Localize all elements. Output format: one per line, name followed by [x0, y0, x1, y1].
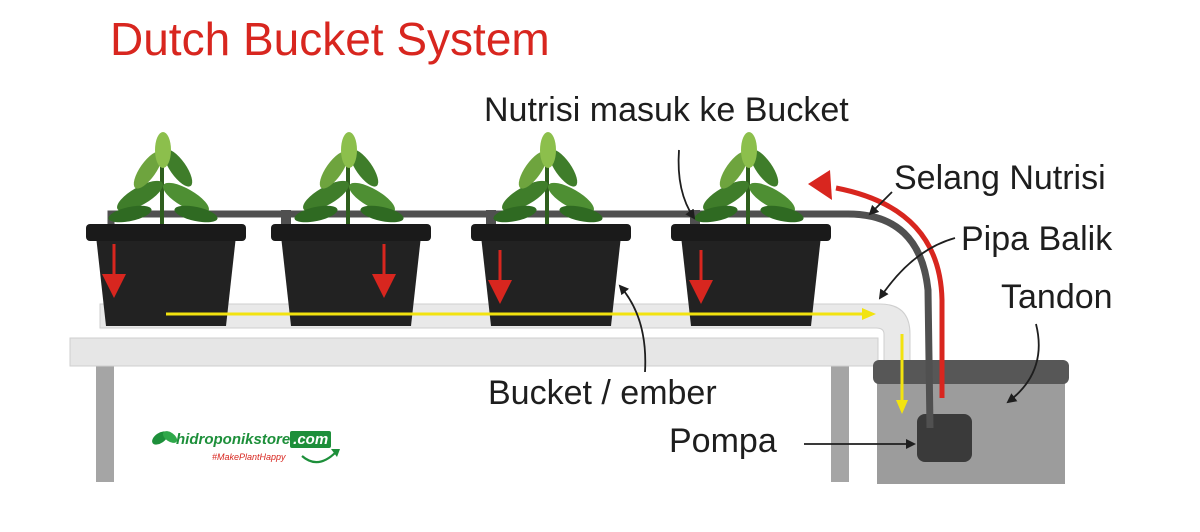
- bucket-2: [271, 224, 431, 326]
- label-bucket-ember: Bucket / ember: [488, 374, 717, 412]
- pump-box: [917, 414, 972, 462]
- label-selang-nutrisi: Selang Nutrisi: [894, 159, 1106, 197]
- reservoir-lid: [873, 360, 1069, 384]
- pump-flow-arrowhead: [808, 170, 832, 200]
- logo-name: hidroponikstore: [176, 431, 291, 448]
- diagram-title: Dutch Bucket System: [110, 13, 550, 65]
- logo-tagline: #MakePlantHappy: [212, 452, 286, 462]
- callout-bucket: [618, 284, 647, 373]
- label-pompa: Pompa: [669, 422, 777, 460]
- table-top: [69, 337, 879, 367]
- label-pipa-balik: Pipa Balik: [961, 220, 1113, 258]
- callout-tandon: [1006, 323, 1040, 404]
- bucket-1: [86, 224, 246, 326]
- label-nutrisi-masuk: Nutrisi masuk ke Bucket: [484, 91, 849, 129]
- plant-3: [493, 132, 603, 226]
- logo-suffix: .com: [290, 431, 332, 448]
- callout-selang-nutrisi: [868, 191, 893, 216]
- table-leg-left: [96, 364, 114, 482]
- smile-arrowhead-icon: [331, 449, 340, 457]
- drain-flow-arrowhead: [896, 400, 908, 414]
- label-tandon: Tandon: [1001, 278, 1113, 316]
- callout-nutrisi-masuk: [677, 149, 696, 220]
- return-flow-arrowhead: [862, 308, 876, 320]
- hose-tee-1: [281, 210, 291, 232]
- pump-flow-arrow: [835, 185, 945, 398]
- leaf-logo-icon: [152, 431, 178, 445]
- smile-arrow-icon: [301, 451, 337, 464]
- table-leg-right: [831, 364, 849, 482]
- bucket-3: [471, 224, 631, 326]
- hose-tee-2: [486, 210, 496, 232]
- plant-1: [108, 132, 218, 226]
- hose-tee-3: [690, 210, 700, 232]
- bucket-4: [671, 224, 831, 326]
- plant-2: [294, 132, 404, 226]
- logo-wordmark: hidroponikstore.com: [176, 431, 332, 448]
- callout-pipa-balik: [878, 237, 956, 300]
- plant-4: [694, 132, 804, 226]
- nutrient-hose: [107, 210, 934, 429]
